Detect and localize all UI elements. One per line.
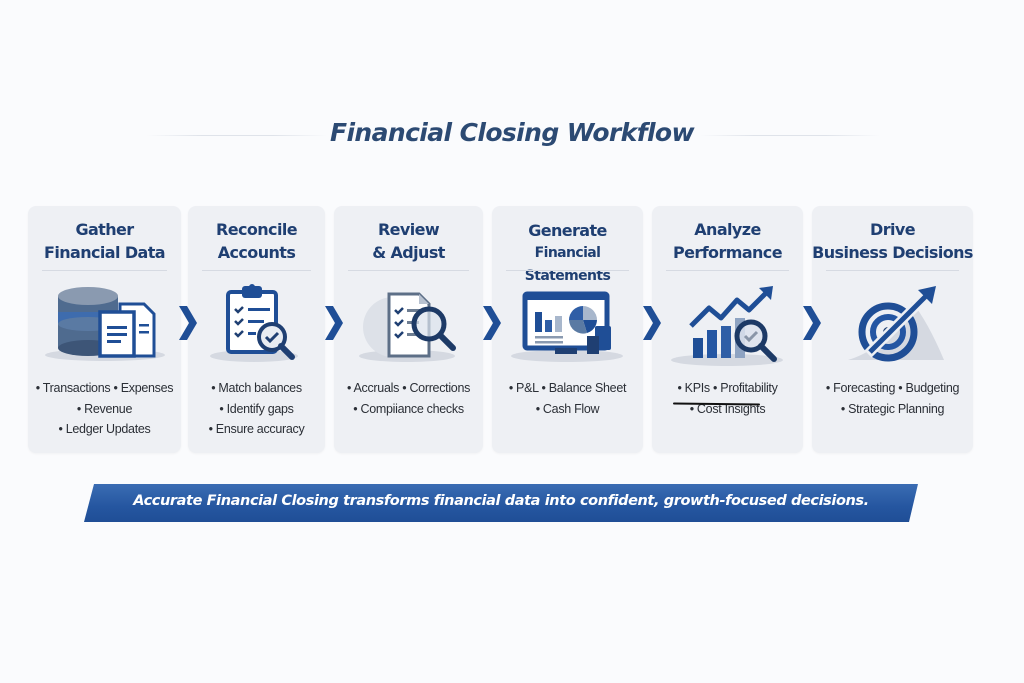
chevron-right-icon xyxy=(643,306,661,340)
step-title: Gather Financial Data xyxy=(28,218,181,264)
bullet-item: • Forecasting • Budgeting xyxy=(825,381,960,395)
divider xyxy=(348,270,469,271)
step-title-line2: Performance xyxy=(673,243,783,262)
step-title: Review & Adjust xyxy=(334,218,483,264)
step-title-line1: Analyze xyxy=(694,220,761,239)
step-card-review-adjust: Review & Adjust • Accruals • Corrections… xyxy=(334,206,483,453)
step-title-line2: Accounts xyxy=(217,243,296,262)
monitor-charts-icon xyxy=(492,282,643,368)
step-bullets: • Forecasting • Budgeting • Strategic Pl… xyxy=(812,378,973,419)
step-card-reconcile-accounts: Reconcile Accounts • Match balances • Id… xyxy=(188,206,325,453)
step-card-generate-financial-statements: Generate Financial Statements • P&L • Ba… xyxy=(492,206,643,453)
chevron-right-icon xyxy=(325,306,343,340)
chevron-right-icon xyxy=(179,306,197,340)
bullet-item: • Strategic Planning xyxy=(840,401,945,416)
bullet-item: • Cash Flow xyxy=(535,401,600,416)
bullet-item: • Ledger Updates xyxy=(58,422,151,436)
title-rule-right xyxy=(700,135,880,136)
database-documents-icon xyxy=(28,282,181,368)
step-bullets: • Accruals • Corrections • Compiiance ch… xyxy=(334,378,483,419)
step-title-line2: Financial Data xyxy=(44,243,166,262)
step-title: Generate Financial Statements xyxy=(492,219,643,288)
step-title-line1: Drive xyxy=(870,220,916,239)
clipboard-check-magnifier-icon xyxy=(188,282,325,368)
step-title-line2: & Adjust xyxy=(372,243,445,262)
step-bullets: • Match balances • Identify gaps • Ensur… xyxy=(188,378,325,440)
chevron-right-icon xyxy=(483,306,501,340)
step-title: Drive Business Decisions xyxy=(812,218,973,264)
banner-text: Accurate Financial Closing transforms fi… xyxy=(133,493,869,509)
divider xyxy=(826,270,959,271)
step-title-line2: Financial Statements xyxy=(524,245,611,284)
divider xyxy=(42,270,167,271)
bullet-item: • Identify gaps xyxy=(219,401,294,416)
bullet-item: • Compiiance checks xyxy=(353,401,464,416)
step-card-gather-financial-data: Gather Financial Data • Transactions • E… xyxy=(28,206,181,453)
bullet-item: • Match balances xyxy=(211,381,302,395)
step-title: Analyze Performance xyxy=(652,218,803,264)
bullet-item: • Transactions • Expenses xyxy=(35,381,174,395)
step-card-drive-business-decisions: Drive Business Decisions • Forecasting •… xyxy=(812,206,973,453)
step-title-line1: Review xyxy=(377,220,440,239)
target-arrow-icon xyxy=(812,282,973,368)
divider xyxy=(506,270,629,271)
bullet-item: • Ensure accuracy xyxy=(208,422,305,436)
checklist-magnifier-icon xyxy=(334,282,483,368)
summary-banner: Accurate Financial Closing transforms fi… xyxy=(84,484,918,522)
step-bullets: • KPIs • Profitability • Cost Insights xyxy=(652,378,803,419)
bullet-item: • Accruals • Corrections xyxy=(346,381,471,395)
step-card-analyze-performance: Analyze Performance • KPIs • Profitabili… xyxy=(652,206,803,453)
title-rule-left xyxy=(147,135,327,136)
page-title: Financial Closing Workflow xyxy=(329,118,695,147)
step-title-line1: Reconcile xyxy=(216,220,298,239)
divider xyxy=(202,270,311,271)
bullet-item: • KPIs • Profitability xyxy=(677,381,778,395)
divider xyxy=(666,270,789,271)
step-bullets: • Transactions • Expenses • Revenue • Le… xyxy=(28,378,181,440)
growth-chart-magnifier-icon xyxy=(652,282,803,368)
step-title-line1: Generate xyxy=(528,221,607,240)
step-title-line1: Gather xyxy=(75,220,134,239)
step-title-line2: Business Decisions xyxy=(812,243,973,262)
bullet-item: • Revenue xyxy=(76,401,133,416)
bullet-item: • P&L • Balance Sheet xyxy=(508,381,627,395)
step-title: Reconcile Accounts xyxy=(188,218,325,264)
chevron-right-icon xyxy=(803,306,821,340)
step-bullets: • P&L • Balance Sheet • Cash Flow xyxy=(492,378,643,419)
